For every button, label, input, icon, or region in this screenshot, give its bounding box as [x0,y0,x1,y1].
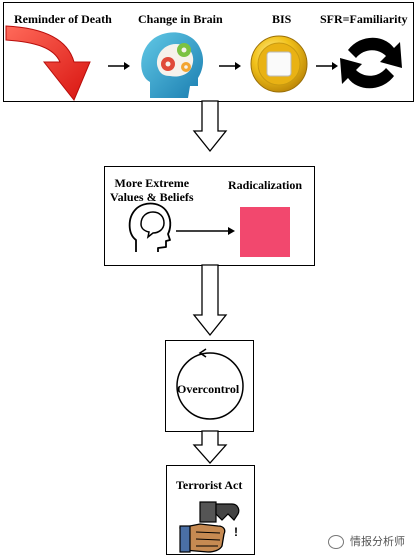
reminder-of-death-label: Reminder of Death [14,12,112,26]
hollow-down-arrow-3 [192,430,228,464]
brain-gears-icon [141,32,204,98]
values-beliefs-label: More Extreme Values & Beliefs [110,176,194,204]
hollow-down-arrow-2 [192,264,228,337]
cycle-circle-icon [176,348,244,420]
change-in-brain-label: Change in Brain [138,12,223,26]
bis-button-icon [250,35,308,93]
flow-arrow-1 [108,62,130,70]
watermark: 情报分析师 [328,533,405,549]
flow-arrow-3 [316,62,338,70]
flow-arrow-2 [219,62,241,70]
head-thought-icon [128,202,172,252]
svg-text:!: ! [234,525,238,539]
rotating-arrows-icon [340,37,402,89]
bis-label: BIS [272,12,292,26]
red-curved-arrow-icon [5,25,91,101]
radicalization-square [240,207,290,257]
radicalization-label: Radicalization [228,178,302,192]
overcontrol-label: Overcontrol [177,382,240,396]
terrorist-act-label: Terrorist Act [176,478,243,492]
sfr-familiarity-label: SFR=Familiarity [320,12,408,26]
hand-weapon-icon: ! [179,501,240,553]
wechat-icon [328,535,344,549]
hollow-down-arrow-1 [192,100,228,153]
flow-arrow-4 [176,227,235,235]
